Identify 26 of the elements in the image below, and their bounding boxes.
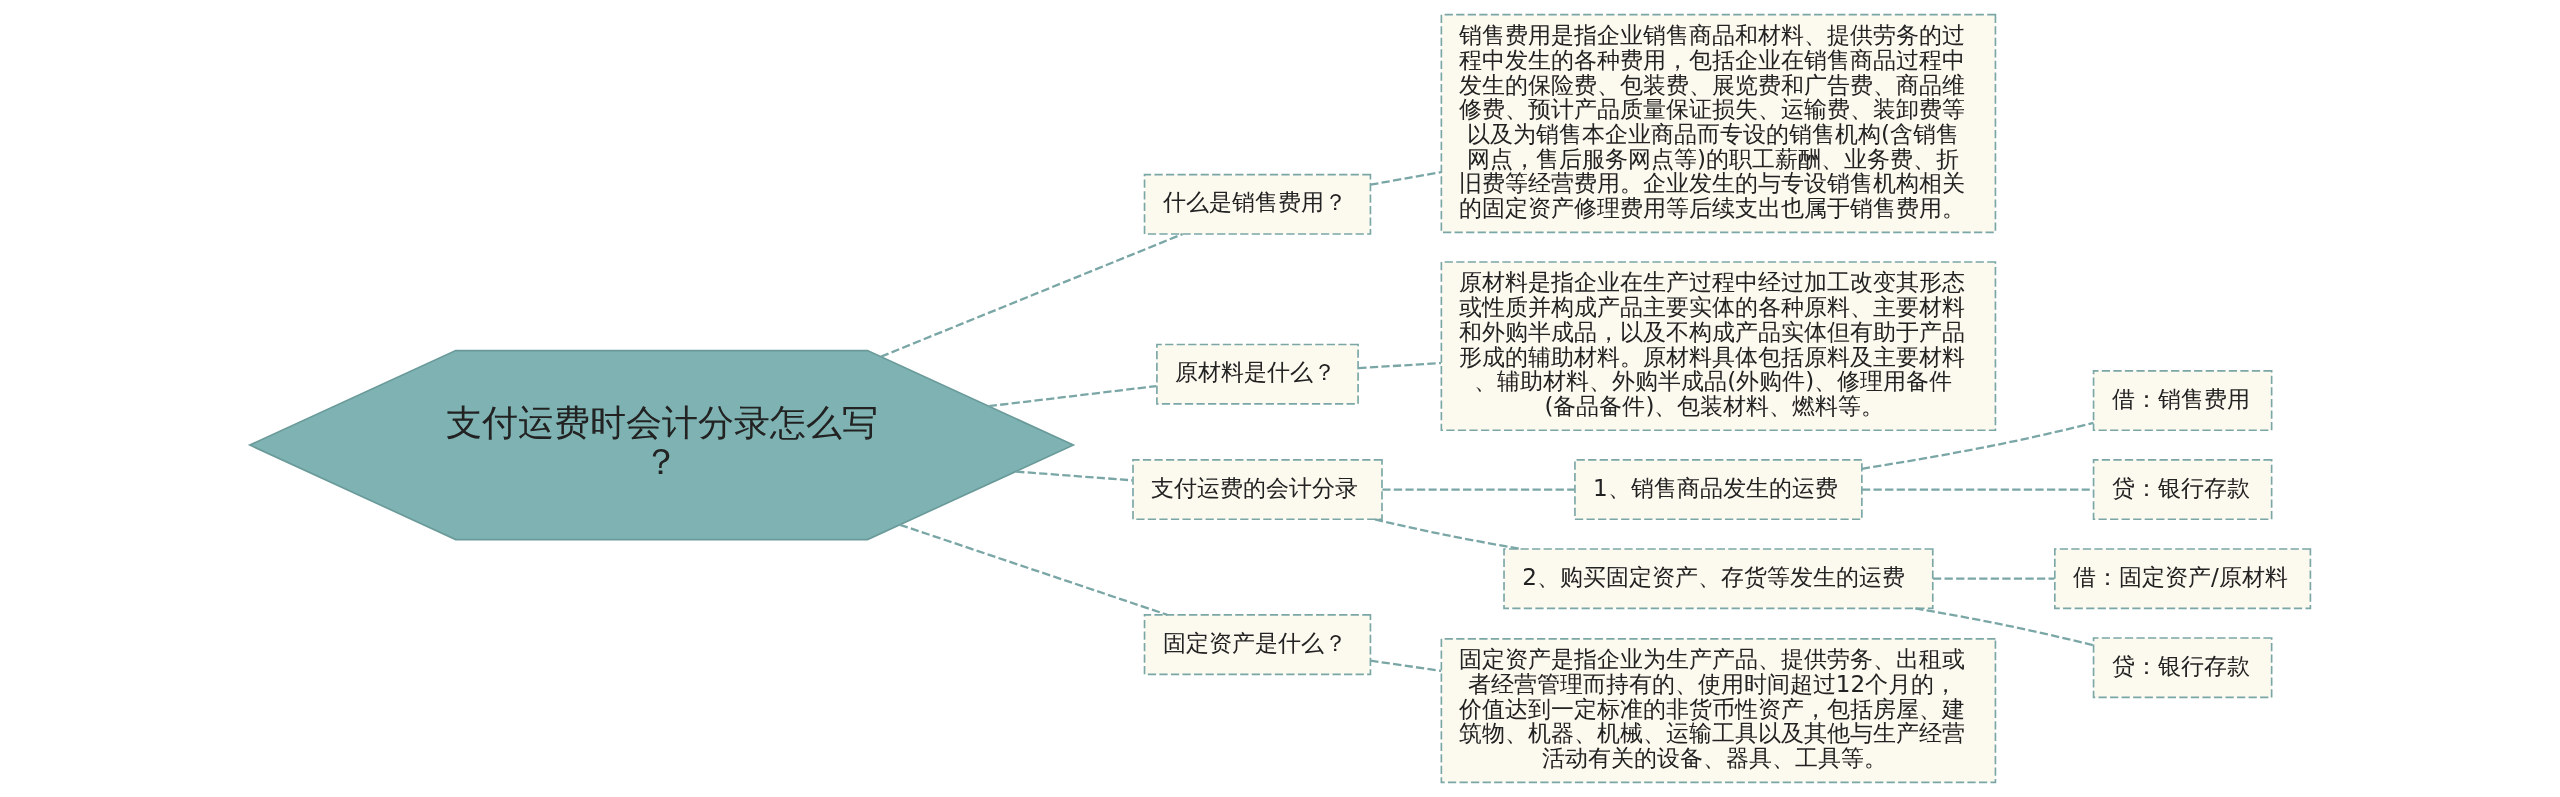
node-box: 贷：银行存款	[2092, 459, 2273, 521]
node-box: 借：销售费用	[2092, 370, 2273, 432]
connector	[899, 523, 1168, 616]
connector	[880, 233, 1183, 358]
connector	[1370, 659, 1442, 672]
node-box: 1、销售商品发生的运费	[1574, 459, 1863, 521]
connector	[1358, 361, 1442, 370]
node-box: 什么是销售费用？	[1143, 173, 1372, 235]
connector	[988, 384, 1157, 408]
connector	[1370, 171, 1442, 186]
connector	[1932, 577, 2055, 580]
node-box: 原材料是什么？	[1156, 343, 1359, 405]
node-box: 贷：银行存款	[2092, 637, 2273, 699]
connector	[1016, 470, 1133, 482]
node-box: 固定资产是什么？	[1143, 614, 1372, 676]
node-box: 销售费用是指企业销售商品和材料、提供劳务的过程中发生的各种费用，包括企业在销售商品过程中发生的保险费、包装费、展览费和广告费、商品维修费、预计产品质量保证损失、运输费、装卸费等以及为销售本企业商品而专设的销售机构(含销售网点，售后服务网点等)的职工薪酬、业务费、折旧费等经营费用。企业发生的与专设销售机构相关的固定资产修理费用等后续支出也属于销售费用。	[1440, 13, 1997, 234]
node-box: 支付运费的会计分录	[1132, 459, 1383, 521]
connector	[1862, 488, 2093, 491]
node-box: 固定资产是指企业为生产产品、提供劳务、出租或者经营管理而持有的、使用时间超过12个月的，价值达到一定标准的非货币性资产，包括房屋、建筑物、机器、机械、运输工具以及其他与生产经营活动有关的设备、器具、工具等。	[1440, 638, 1997, 784]
connector	[1382, 488, 1575, 491]
node-box: 2、购买固定资产、存货等发生的运费	[1503, 548, 1934, 610]
node-box: 原材料是指企业在生产过程中经过加工改变其形态或性质并构成产品主要实体的各种原料、主要材料和外购半成品，以及不构成产品实体但有助于产品形成的辅助材料。原材料具体包括原料及主要材料、辅助材料、外购半成品(外购件)、修理用备件(备品备件)、包装材料、燃料等。	[1440, 261, 1997, 432]
connector	[1915, 607, 2094, 647]
connector	[1861, 421, 2094, 470]
connector	[1374, 518, 1522, 551]
node-box: 借：固定资产/原材料	[2053, 548, 2312, 610]
